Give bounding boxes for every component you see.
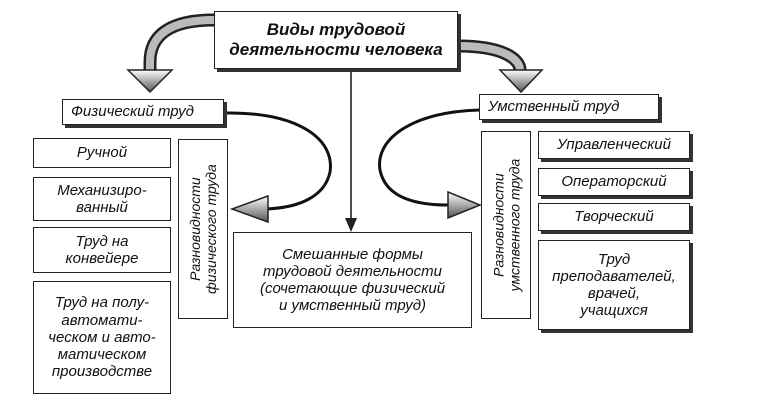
- physical-loop-arc: [224, 111, 332, 211]
- physical-item-manual: Ручной: [33, 138, 171, 168]
- physical-item-automated: Труд на полу- автомати- ческом и авто- м…: [33, 281, 171, 394]
- mental-item-operator: Операторский: [538, 168, 690, 196]
- diagram-title: Виды трудовой деятельности человека: [214, 11, 458, 69]
- arrowhead-mental: [498, 69, 544, 94]
- arrowhead-physical-varieties: [229, 194, 269, 224]
- mental-item-creative: Творческий: [538, 203, 690, 231]
- mixed-forms-box: Смешанные формы трудовой деятельности (с…: [233, 232, 472, 328]
- mental-loop-arc: [378, 108, 481, 207]
- mental-labor-label: Умственный труд: [479, 94, 659, 120]
- physical-item-mechanized: Механизиро- ванный: [33, 177, 171, 221]
- mental-item-teachers-doctors: Труд преподавателей, врачей, учащихся: [538, 240, 690, 330]
- arrowhead-physical: [126, 69, 174, 94]
- physical-varieties-label: Разновидности физического труда: [178, 139, 228, 319]
- mental-varieties-label: Разновидности умственного труда: [481, 131, 531, 319]
- arrowhead-mental-varieties: [447, 190, 482, 220]
- mental-item-managerial: Управленческий: [538, 131, 690, 159]
- physical-labor-label: Физический труд: [62, 99, 224, 125]
- physical-item-conveyor: Труд на конвейере: [33, 227, 171, 273]
